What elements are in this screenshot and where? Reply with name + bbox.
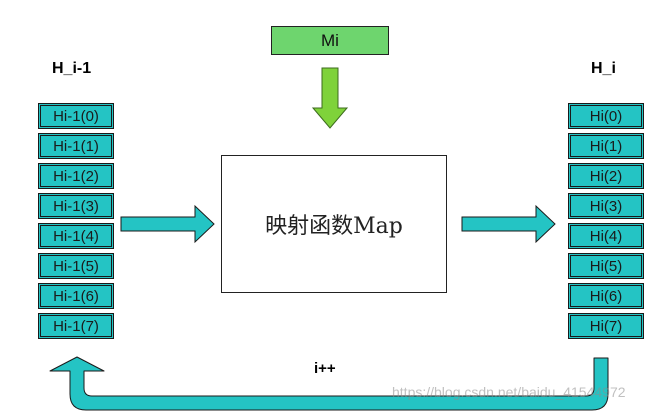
input-mi-box: Mi — [271, 26, 389, 55]
watermark: https://blog.csdn.net/baidu_41544972 — [392, 384, 626, 400]
right-arrow-out-of-map — [461, 204, 556, 244]
left-column-title: H_i-1 — [52, 60, 92, 77]
right-cell: Hi(3) — [568, 193, 644, 219]
map-function-box: 映射函数Map — [221, 155, 447, 293]
left-cell: Hi-1(4) — [38, 223, 114, 249]
left-cell: Hi-1(1) — [38, 133, 114, 159]
right-cell: Hi(0) — [568, 103, 644, 129]
left-cell: Hi-1(7) — [38, 313, 114, 339]
right-cell: Hi(5) — [568, 253, 644, 279]
feedback-loop-arrow — [49, 356, 609, 411]
left-cell: Hi-1(6) — [38, 283, 114, 309]
down-arrow — [311, 67, 349, 129]
right-cell: Hi(6) — [568, 283, 644, 309]
right-cell: Hi(4) — [568, 223, 644, 249]
left-cell: Hi-1(3) — [38, 193, 114, 219]
loop-increment-label: i++ — [314, 360, 336, 377]
right-cell: Hi(2) — [568, 163, 644, 189]
right-arrow-into-map — [120, 204, 215, 244]
left-cell: Hi-1(2) — [38, 163, 114, 189]
right-cell: Hi(7) — [568, 313, 644, 339]
right-column-title: H_i — [591, 60, 616, 77]
right-cell: Hi(1) — [568, 133, 644, 159]
left-cell: Hi-1(0) — [38, 103, 114, 129]
left-cell: Hi-1(5) — [38, 253, 114, 279]
